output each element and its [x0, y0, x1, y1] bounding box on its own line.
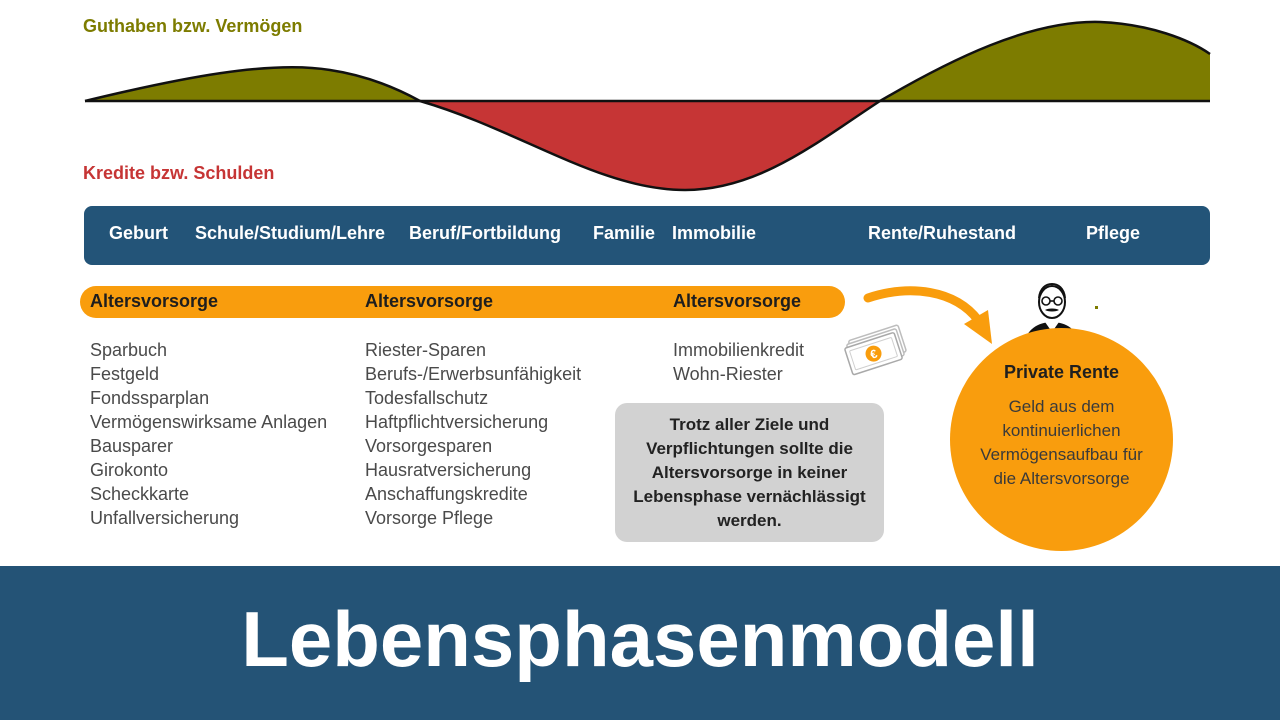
- list-item: Bausparer: [90, 436, 174, 456]
- list-item: Riester-Sparen: [365, 340, 487, 360]
- curved-arrow-icon: [863, 286, 992, 344]
- list-item: Hausratversicherung: [365, 460, 532, 480]
- column-heading-2: Altersvorsorge: [365, 291, 494, 311]
- private-pension-circle: Private Rente Geld aus dem kontinuierlic…: [950, 328, 1173, 551]
- column-heading-3: Altersvorsorge: [673, 291, 802, 311]
- phase-familie: Familie: [593, 223, 656, 243]
- page-title: Lebensphasenmodell: [241, 595, 1039, 683]
- list-item: Unfallversicherung: [90, 508, 240, 528]
- list-item: Anschaffungskredite: [365, 484, 528, 504]
- list-column-1: Sparbuch Festgeld Fondssparplan Vermögen…: [90, 338, 327, 530]
- list-item: Scheckkarte: [90, 484, 190, 504]
- column-heading-1: Altersvorsorge: [90, 291, 219, 311]
- list-item: Vorsorgesparen: [365, 436, 493, 456]
- assets-area-late: [880, 21, 1210, 101]
- list-item: Immobilienkredit: [673, 340, 805, 360]
- notice-box: Trotz aller Ziele und Verpflichtungen so…: [615, 403, 884, 542]
- debts-label: Kredite bzw. Schulden: [83, 163, 275, 183]
- notice-text: Trotz aller Ziele und Verpflichtungen so…: [633, 414, 866, 530]
- list-item: Berufs-/Erwerbsunfähigkeit: [365, 364, 582, 384]
- life-phases-bar: Geburt Schule/Studium/Lehre Beruf/Fortbi…: [84, 206, 1210, 265]
- list-item: Festgeld: [90, 364, 160, 384]
- decorative-dot: [1095, 306, 1098, 309]
- list-item: Fondssparplan: [90, 388, 210, 408]
- phase-rente: Rente/Ruhestand: [868, 223, 1017, 243]
- altersvorsorge-bar: Altersvorsorge Altersvorsorge Altersvors…: [80, 286, 845, 318]
- private-pension-title: Private Rente: [1003, 362, 1120, 382]
- private-pension-text: Geld aus dem kontinuierlichen Vermögensa…: [980, 397, 1143, 488]
- assets-area-early: [85, 67, 420, 101]
- assets-label: Guthaben bzw. Vermögen: [83, 16, 303, 36]
- euro-symbol: €: [868, 346, 879, 361]
- list-item: Vorsorge Pflege: [365, 508, 494, 528]
- phase-schule: Schule/Studium/Lehre: [195, 223, 386, 243]
- list-item: Girokonto: [90, 460, 169, 480]
- wealth-curve-line: [84, 20, 1211, 192]
- debts-area: [420, 101, 880, 190]
- phase-beruf: Beruf/Fortbildung: [409, 223, 561, 243]
- list-item: Haftpflichtversicherung: [365, 412, 549, 432]
- list-item: Wohn-Riester: [673, 364, 783, 384]
- phase-pflege: Pflege: [1086, 223, 1141, 243]
- list-item: Sparbuch: [90, 340, 168, 360]
- title-banner: Lebensphasenmodell: [0, 566, 1280, 720]
- list-column-3: Immobilienkredit Wohn-Riester: [673, 338, 804, 386]
- euro-banknotes-icon: €: [844, 324, 907, 376]
- phase-immobilie: Immobilie: [672, 223, 757, 243]
- wealth-curve-diagram: [84, 20, 1211, 192]
- list-column-2: Riester-Sparen Berufs-/Erwerbsunfähigkei…: [365, 338, 581, 530]
- list-item: Vermögenswirksame Anlagen: [90, 412, 328, 432]
- phase-geburt: Geburt: [109, 223, 169, 243]
- list-item: Todesfallschutz: [365, 388, 489, 408]
